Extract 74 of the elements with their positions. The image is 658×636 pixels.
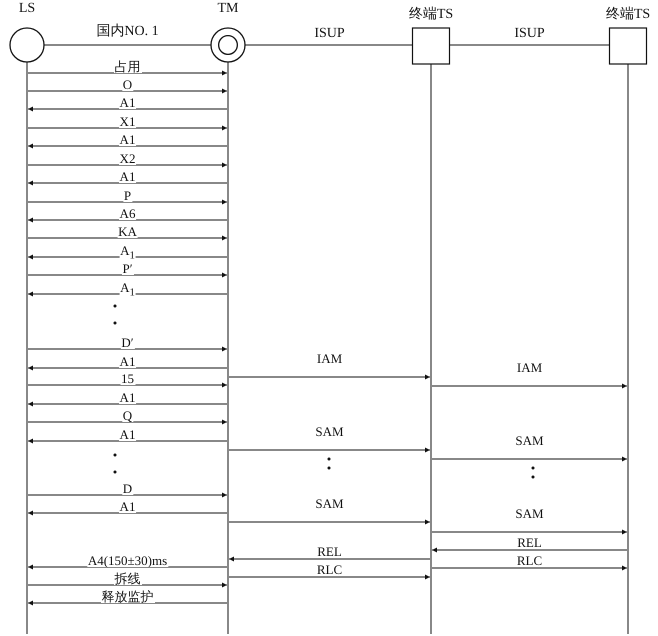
- trunk-line: [245, 44, 412, 46]
- message-arrow: [28, 510, 227, 516]
- trunk-line: [450, 44, 610, 46]
- message-arrow: [229, 374, 430, 380]
- message-arrow: [28, 272, 227, 278]
- message-arrow: [432, 384, 627, 388]
- edge-label: X1: [118, 115, 136, 128]
- edge-label: X2: [118, 152, 136, 165]
- edge-label: REL: [316, 545, 343, 558]
- edge-label: SAM: [514, 434, 545, 447]
- edge-label: A1: [118, 133, 136, 146]
- edge-label: A1: [118, 96, 136, 109]
- message-arrow: [28, 420, 227, 424]
- edge-label: O: [122, 78, 134, 91]
- message-arrow: [28, 106, 227, 112]
- edge-label: 占用: [114, 60, 142, 73]
- edge-label: 释放监护: [100, 590, 154, 603]
- message-arrow: [28, 382, 227, 388]
- message-arrow: [28, 600, 227, 606]
- message-arrow: [28, 438, 227, 444]
- message-arrow: [28, 200, 227, 204]
- message-arrow: [28, 126, 227, 130]
- edge-label: P′: [121, 262, 134, 275]
- edge-label: SAM: [314, 425, 345, 438]
- message-arrow: [28, 492, 227, 498]
- node-label: LS: [18, 2, 36, 16]
- edge-label: IAM: [516, 361, 544, 374]
- edge-label: RLC: [316, 563, 344, 576]
- edge-label: D′: [120, 336, 135, 349]
- message-arrow: [28, 236, 227, 240]
- edge-label: A1: [118, 391, 136, 404]
- node-label: TM: [218, 2, 238, 16]
- message-arrow: [28, 180, 227, 186]
- edge-label: RLC: [516, 554, 544, 567]
- message-arrow: [28, 144, 227, 148]
- edge-label: KA: [117, 225, 138, 238]
- message-arrow: [229, 520, 430, 524]
- edge-label: Q: [122, 409, 134, 422]
- edge-label: 拆线: [114, 572, 142, 585]
- edge-label: SAM: [514, 507, 545, 520]
- message-arrow: [28, 346, 227, 352]
- message-arrow: [229, 556, 430, 562]
- edge-label: 15: [120, 372, 135, 385]
- edge-label: IAM: [316, 352, 344, 365]
- message-arrow: [28, 88, 227, 94]
- message-arrow: [229, 448, 430, 452]
- edge-label: D: [122, 482, 134, 495]
- trunk-line: [44, 44, 211, 46]
- message-arrow: [28, 218, 227, 222]
- node-label: 终端TS: [606, 8, 650, 22]
- message-arrow: [28, 254, 227, 260]
- edge-label: A1: [118, 355, 136, 368]
- message-arrow: [28, 292, 227, 296]
- message-arrow: [432, 548, 627, 552]
- edge-label: A1: [118, 500, 136, 513]
- node-label: 终端TS: [408, 8, 454, 22]
- message-arrow: [432, 530, 627, 534]
- message-arrow: [28, 564, 227, 570]
- message-arrow: [28, 162, 227, 168]
- message-arrow: [229, 574, 430, 580]
- message-arrow: [28, 366, 227, 370]
- edge-label: A1: [118, 170, 136, 183]
- edge-label: A1: [118, 428, 136, 441]
- edge-label: SAM: [314, 497, 345, 510]
- message-arrow: [28, 70, 227, 76]
- message-arrow: [28, 402, 227, 406]
- edge-label: REL: [516, 536, 543, 549]
- message-arrow: [28, 582, 227, 588]
- edge-label: P: [122, 189, 132, 202]
- edge-label: A4(150±30)ms: [86, 554, 168, 567]
- message-arrow: [432, 566, 627, 570]
- edge-label: 国内NO. 1: [95, 25, 160, 39]
- edge-label: A6: [118, 207, 136, 220]
- message-arrow: [432, 456, 627, 462]
